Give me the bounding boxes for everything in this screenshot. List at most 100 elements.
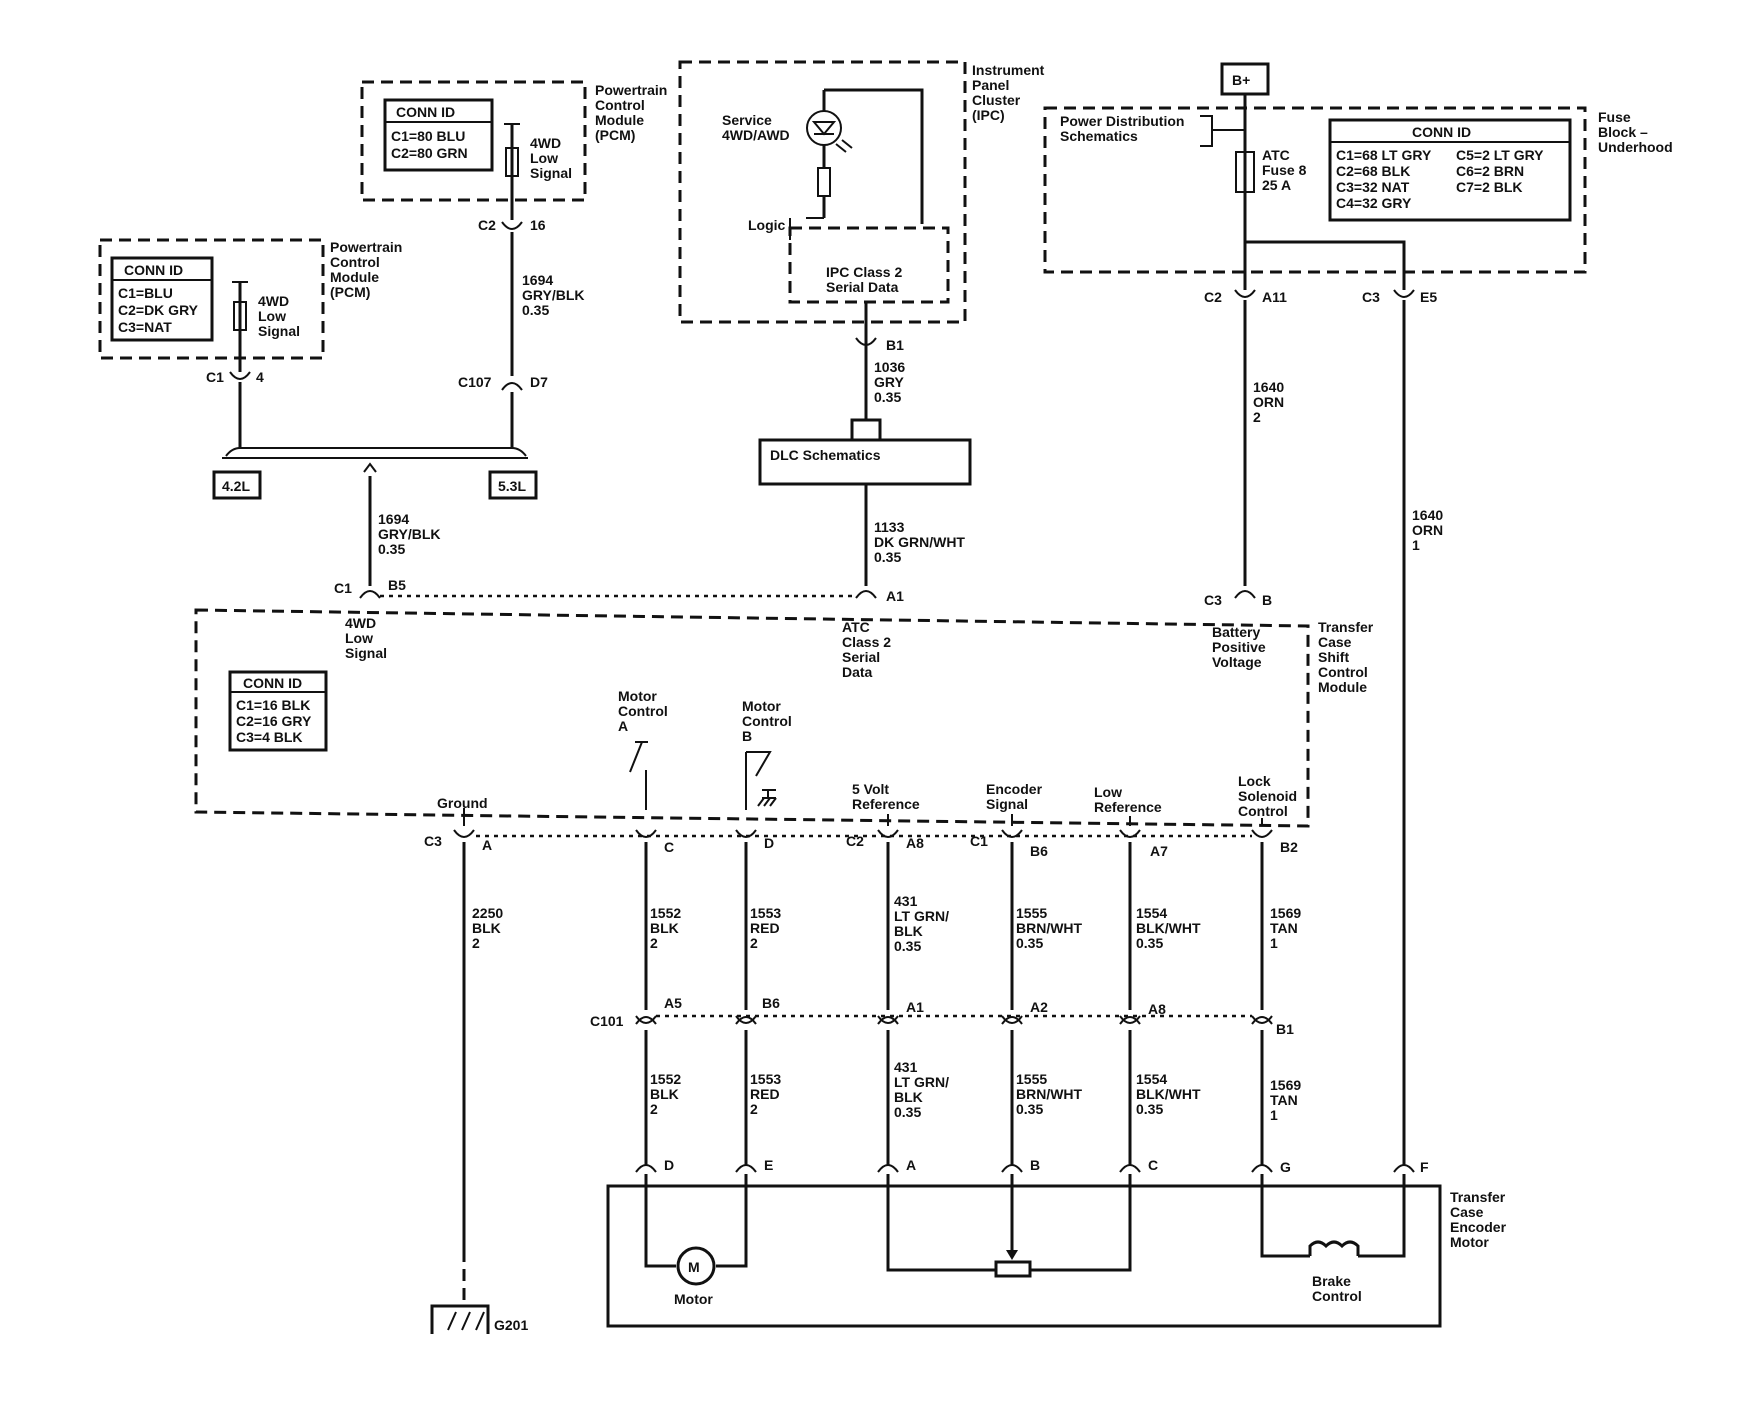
svg-text:B6: B6: [762, 995, 780, 1011]
ipc-name: Instrument Panel Cluster (IPC): [972, 62, 1048, 123]
ipc-logic-box: [788, 226, 950, 304]
dlc-schematics-box[interactable]: [758, 438, 972, 486]
svg-text:C3: C3: [1204, 592, 1222, 608]
fuse-conn-left: C1=68 LT GRY C2=68 BLK C3=32 NAT C4=32 G…: [1336, 147, 1435, 211]
pcm-42-signal: 4WD Low Signal: [258, 293, 300, 339]
brake-coil-icon: [1308, 1240, 1360, 1256]
tccm-pin-motor-a: Motor Control A: [618, 688, 672, 734]
pcm-42-conn-c2: C2=DK GRY: [118, 302, 199, 318]
svg-text:B2: B2: [1280, 839, 1298, 855]
svg-text:D: D: [764, 835, 774, 851]
ipc-lamp-label: Service 4WD/AWD: [722, 112, 790, 143]
svg-text:C2: C2: [1204, 289, 1222, 305]
fuse-block-module: B+ Fuse Block – Underhood Power Distribu…: [1043, 62, 1673, 290]
svg-text:C1: C1: [970, 833, 988, 849]
svg-text:A: A: [906, 1157, 916, 1173]
c101-connector: C101 A5 B6 A1 A2 A8 B1: [590, 995, 1294, 1037]
pcm-53-connector-label: C2: [478, 217, 496, 233]
tccm-bottom-connectors: C3 A C D C2 A8 C1 B6 A7 B2: [424, 829, 1298, 859]
svg-text:C: C: [1148, 1157, 1158, 1173]
pcm-42-connector-label: C1: [206, 369, 224, 385]
engine-53-tag: [488, 470, 538, 500]
potentiometer-icon: [994, 1260, 1032, 1278]
motor-label: Motor: [674, 1291, 713, 1307]
pcm-42-connector-icon: [229, 371, 251, 380]
svg-text:B6: B6: [1030, 843, 1048, 859]
tccm-pin-low-ref: Low Reference: [1094, 784, 1162, 815]
atc-fuse-label: ATC Fuse 8 25 A: [1262, 147, 1310, 193]
fuse-conn-id-box: [1328, 118, 1572, 222]
tccm-pin-encoder: Encoder Signal: [986, 781, 1046, 812]
pcm-53-conn-id-box: [383, 98, 494, 172]
g201-label: G201: [494, 1317, 528, 1333]
pcm-53-wire-label: 1694 GRY/BLK 0.35: [522, 272, 588, 318]
ipc-dlc-wire-label: 1036 GRY 0.35: [874, 359, 909, 405]
encoder-motor-module: Transfer Case Encoder Motor M Motor Brak…: [606, 1174, 1507, 1328]
tccm-pin-low-signal: 4WD Low Signal: [345, 615, 387, 661]
pcm-42-conn-c3: C3=NAT: [118, 319, 172, 335]
svg-text:E5: E5: [1420, 289, 1437, 305]
c107-connector-icon: [501, 382, 523, 391]
brake-control-label: Brake Control: [1312, 1273, 1362, 1304]
fuse-tccm-wire-label: 1640 ORN 2: [1253, 379, 1288, 425]
ground-icon: [430, 1304, 490, 1334]
encoder-motor-box: [606, 1184, 1442, 1328]
svg-text:B+: B+: [1232, 72, 1250, 88]
pcm-42-conn-id-box: [110, 256, 214, 342]
svg-text:A8: A8: [906, 835, 924, 851]
power-distribution-label[interactable]: Power Distribution Schematics: [1060, 113, 1188, 144]
pcm-53-resistor-icon: [505, 147, 519, 177]
svg-text:D: D: [664, 1157, 674, 1173]
upper-harness-wires: [462, 842, 1264, 1250]
pcm-53-conn-c1: C1=80 BLU: [391, 128, 465, 144]
svg-text:A8: A8: [1148, 1001, 1166, 1017]
dlc-schematics-label: DLC Schematics: [770, 447, 881, 463]
motor-icon: [676, 1246, 716, 1286]
engine-option-bar: 4.2L 5.3L: [212, 447, 538, 500]
tccm-name: Transfer Case Shift Control Module: [1318, 619, 1377, 695]
svg-text:A7: A7: [1150, 843, 1168, 859]
tccm-conn-id-box: [228, 670, 328, 752]
svg-text:C3: C3: [1362, 289, 1380, 305]
svg-text:C3: C3: [424, 833, 442, 849]
svg-text:B: B: [1030, 1157, 1040, 1173]
svg-text:B5: B5: [388, 577, 406, 593]
tccm-module: Transfer Case Shift Control Module 4WD L…: [194, 608, 1377, 828]
svg-text:C2=16 GRY: C2=16 GRY: [236, 713, 312, 729]
pcm-53-conn-c2: C2=80 GRN: [391, 145, 468, 161]
svg-text:C: C: [664, 839, 674, 855]
tccm-pin-5v-ref: 5 Volt Reference: [852, 781, 920, 812]
svg-text:4.2L: 4.2L: [222, 478, 250, 494]
svg-text:C1=16 BLK: C1=16 BLK: [236, 697, 310, 713]
pcm-53-connector-icon: [501, 221, 523, 230]
tccm-pin-lock-solenoid: Lock Solenoid Control: [1238, 773, 1301, 819]
tccm-pin-battery: Battery Positive Voltage: [1212, 624, 1270, 670]
c107-label: C107: [458, 374, 492, 390]
ipc-b1-connector-icon: [855, 337, 877, 346]
pcm-42-name: Powertrain Control Module (PCM): [330, 239, 406, 300]
tccm-c1-b5-connector-icon: [359, 590, 381, 599]
c107-pin: D7: [530, 374, 548, 390]
svg-text:G: G: [1280, 1159, 1291, 1175]
svg-text:F: F: [1420, 1159, 1429, 1175]
pcm-42-conn-id-title: CONN ID: [124, 262, 183, 278]
svg-text:A2: A2: [1030, 999, 1048, 1015]
pcm-42-module: Powertrain Control Module (PCM) CONN ID …: [98, 238, 406, 372]
fuse-block-name: Fuse Block – Underhood: [1598, 109, 1673, 155]
ipc-logic-label: Logic: [748, 217, 786, 233]
b-plus-tag: [1220, 62, 1270, 96]
service-4wd-lamp-icon: [806, 110, 842, 146]
pcm-42-resistor-icon: [233, 301, 247, 331]
fuse-c2-connector-icon: [1234, 289, 1256, 298]
